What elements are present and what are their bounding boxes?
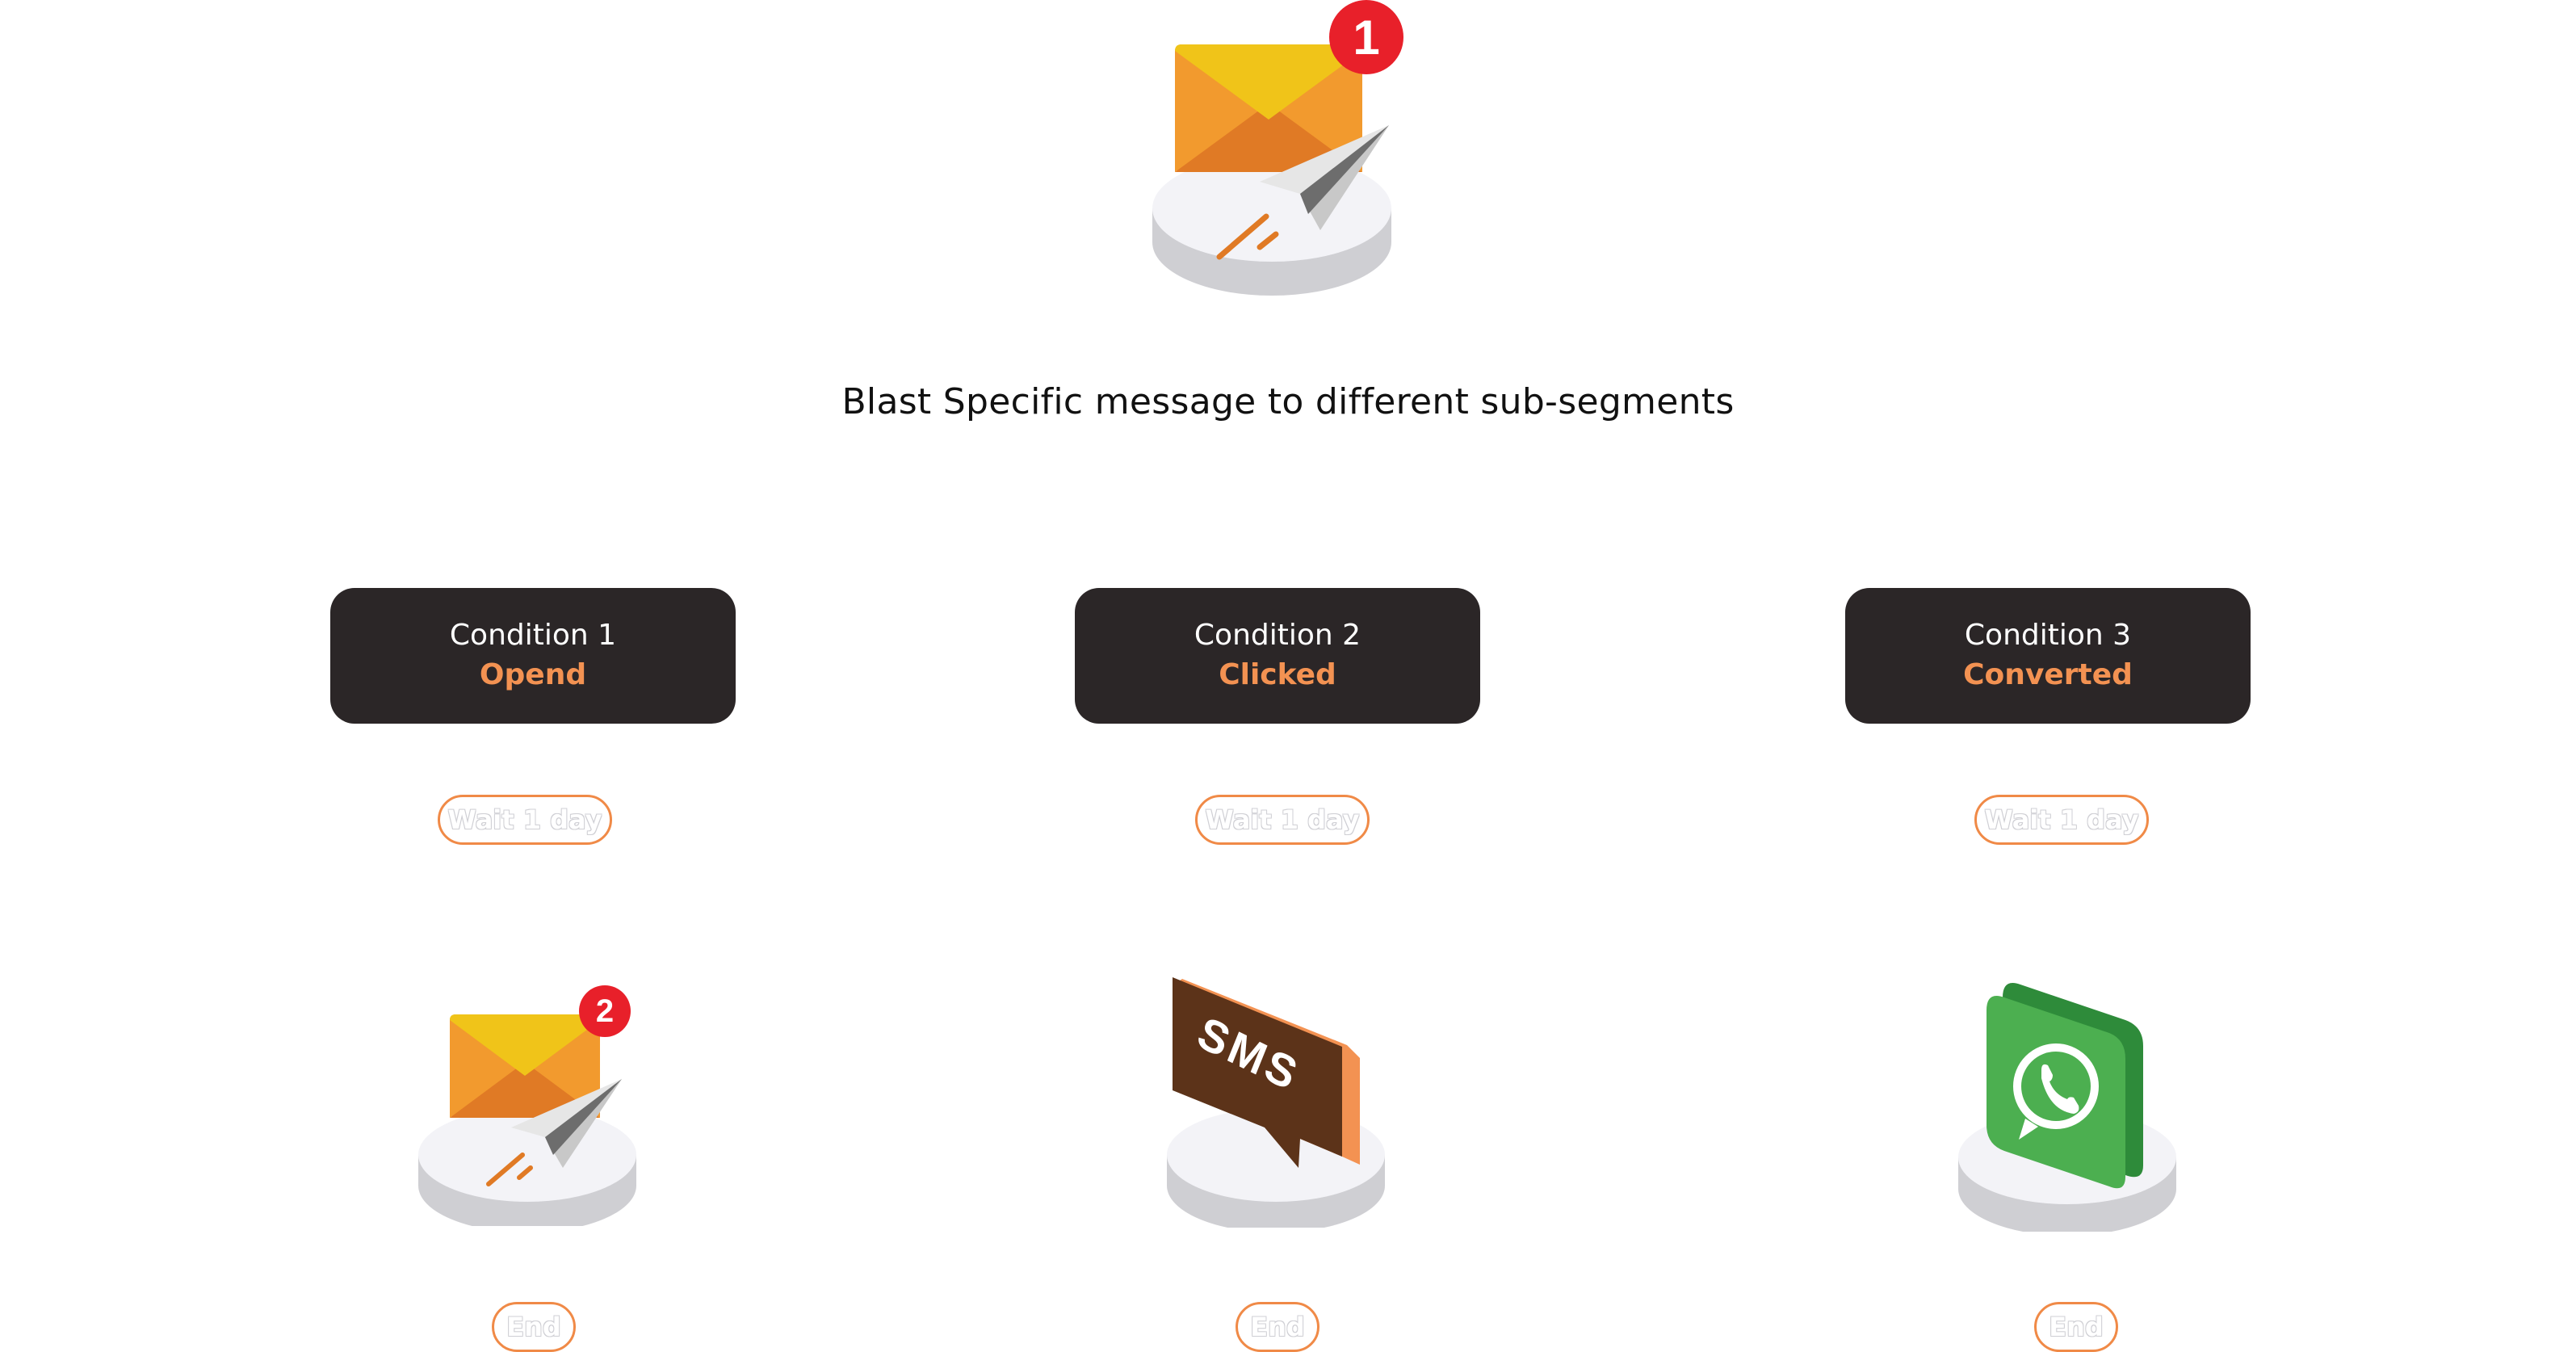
badge-count-1: 1 — [1353, 10, 1380, 65]
email-send-icon: 2 — [416, 984, 642, 1226]
condition-title: Condition 1 — [449, 619, 617, 652]
condition-title: Condition 3 — [1964, 619, 2132, 652]
page-title: Blast Specific message to different sub-… — [841, 381, 1735, 422]
whatsapp-icon — [1954, 981, 2180, 1232]
condition-value: Opend — [479, 658, 587, 691]
condition-card-2: Condition 2 Clicked — [1075, 588, 1480, 724]
wait-pill-3: Wait 1 day — [1974, 795, 2149, 845]
end-pill-1: End — [492, 1302, 576, 1352]
sms-icon: SMS — [1163, 969, 1389, 1228]
wait-pill-1: Wait 1 day — [438, 795, 612, 845]
end-pill-2: End — [1236, 1302, 1319, 1352]
condition-card-3: Condition 3 Converted — [1845, 588, 2251, 724]
end-pill-3: End — [2034, 1302, 2118, 1352]
condition-title: Condition 2 — [1194, 619, 1361, 652]
email-send-icon-top: 1 — [1147, 0, 1421, 299]
wait-pill-2: Wait 1 day — [1195, 795, 1370, 845]
condition-card-1: Condition 1 Opend — [330, 588, 736, 724]
condition-value: Clicked — [1219, 658, 1336, 691]
badge-count-2: 2 — [595, 993, 615, 1029]
condition-value: Converted — [1963, 658, 2133, 691]
